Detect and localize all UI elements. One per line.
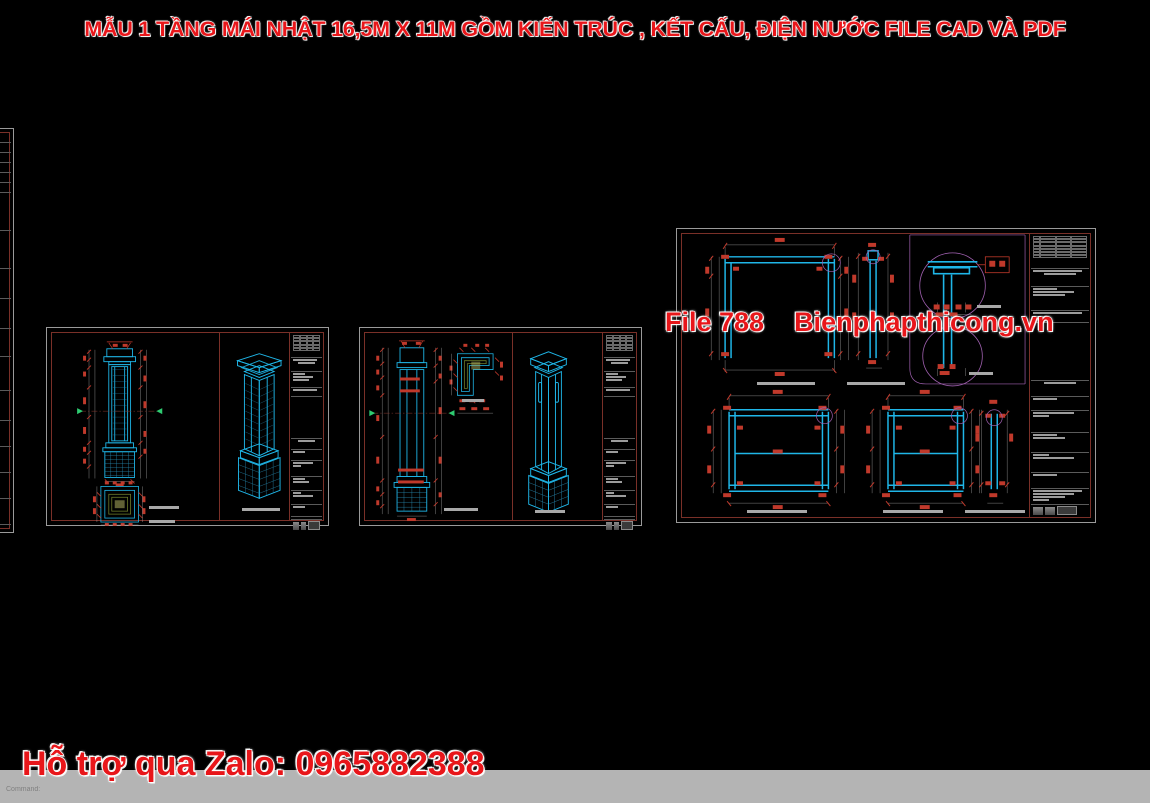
cad-sheet-1[interactable]	[46, 327, 329, 530]
partial-sheet-left-edge	[0, 128, 14, 533]
approval-stamp-icon	[621, 521, 634, 530]
sheet-3-caption-plan-left	[747, 510, 807, 513]
approval-stamp-icon	[1057, 506, 1077, 515]
page-title: MẪU 1 TẦNG MÁI NHẬT 16,5M X 11M GỒM KIẾN…	[84, 16, 1066, 41]
sheet-2-drawing	[369, 340, 569, 522]
watermark-file-label: File 788	[664, 306, 765, 337]
partial-sheet-inner-border	[0, 132, 10, 529]
sheet-1-inner-border	[51, 332, 324, 521]
sheet-3-title-block-stamp-row	[1031, 505, 1089, 516]
sheet-3-caption-detail-2	[969, 372, 993, 375]
stamp-icon	[293, 522, 299, 530]
sheet-3-caption-post-section	[965, 510, 1025, 513]
support-contact-text: Hỗ trợ qua Zalo: 0965882388	[21, 744, 485, 783]
sheet-1-caption-iso	[242, 508, 280, 511]
sheet-2-view-divider	[512, 332, 513, 521]
sheet-2-title-block-stamp-row	[604, 520, 635, 531]
sheet-2-caption-section	[444, 508, 478, 511]
cad-sheet-3[interactable]	[676, 228, 1096, 523]
sheet-1-caption-plan	[149, 520, 175, 523]
sheet-2-caption-iso	[535, 510, 565, 513]
sheet-2-title-block[interactable]	[602, 333, 636, 530]
sheet-1-caption-elevation	[149, 506, 179, 509]
seal-icon	[1045, 507, 1055, 515]
title-banner: MẪU 1 TẦNG MÁI NHẬT 16,5M X 11M GỒM KIẾN…	[0, 0, 1150, 58]
sheet-1-drawing	[77, 341, 283, 526]
sheet-2-inner-border	[364, 332, 637, 521]
stamp-icon	[1033, 507, 1043, 515]
sheet-1-view-divider	[219, 332, 220, 521]
sheet-3-caption-plan-mid	[883, 510, 943, 513]
sheet-1-title-block[interactable]	[289, 333, 323, 530]
sheet-3-inner-border	[681, 233, 1091, 518]
sheet-3-caption-frame-elevation	[757, 382, 815, 385]
approval-stamp-icon	[308, 521, 321, 530]
seal-icon	[613, 522, 620, 530]
watermark-site-label: Bienphapthicong.vn	[794, 306, 1055, 337]
sheet-2-caption-plan-detail	[462, 399, 484, 402]
cad-sheet-2[interactable]	[359, 327, 642, 530]
sheet-3-caption-detail	[977, 305, 1001, 308]
command-line-ghost: Command:	[6, 786, 41, 793]
sheet-3-title-block[interactable]	[1029, 234, 1090, 517]
stamp-icon	[606, 522, 612, 530]
sheet-3-caption-post	[847, 382, 905, 385]
seal-icon	[300, 522, 307, 530]
watermark-overlay: File 788 Bienphapthicong.vn	[664, 306, 1055, 338]
sheet-3-drawing	[705, 234, 1026, 510]
sheet-1-title-block-stamp-row	[291, 520, 322, 531]
footer-band	[0, 770, 1150, 803]
partial-sheet-rows	[0, 133, 11, 528]
